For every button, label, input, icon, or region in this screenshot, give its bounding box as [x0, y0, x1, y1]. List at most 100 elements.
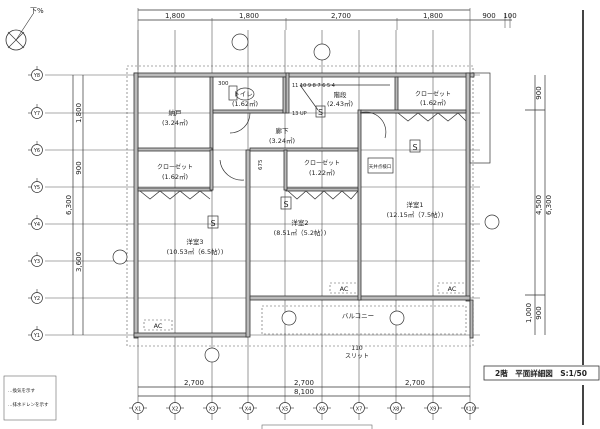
room-name: 廊下 [276, 126, 290, 135]
axis-label: X4 [245, 407, 252, 413]
axis-bubble-x: X10 [461, 402, 479, 414]
axis-bubble-y: Y8 [28, 66, 43, 81]
ac-units: AC AC AC [143, 282, 467, 331]
room-area: (1.62㎡) [162, 172, 188, 181]
ac-label: AC [448, 285, 457, 293]
room-name: 階段 [334, 90, 348, 99]
axis-bubble-y: Y3 [28, 252, 43, 267]
axis-label: X2 [172, 407, 179, 413]
axis-bubble-x: X6 [313, 402, 331, 414]
axis-label: Y4 [33, 222, 40, 228]
left-dim: 3,600 [75, 252, 83, 272]
axis-label: X8 [393, 407, 400, 413]
north-arrow-icon: 下% [5, 7, 44, 51]
bottom-dimensions: 2,700 2,700 2,700 8,100 [138, 379, 470, 397]
legend: …換気を示す …排水ドレンを示す [3, 375, 57, 421]
slit-number: 110 [351, 345, 363, 352]
vent-symbol-icons [112, 33, 500, 363]
axis-label: X7 [356, 407, 363, 413]
axis-bubble-x: X3 [203, 402, 221, 414]
room-2: 洋室2 (8.51㎡（5.2帖）) [274, 218, 327, 237]
left-dim: 900 [75, 161, 83, 174]
room-name: 洋室2 [291, 218, 308, 227]
walls [133, 72, 491, 339]
axis-bubble-x: X1 [129, 402, 147, 414]
top-dim: 900 [482, 12, 495, 20]
axis-bubble-y: Y1 [28, 326, 43, 341]
room-name: クローゼット [304, 159, 340, 167]
room-name: クローゼット [415, 90, 451, 98]
room-area: (1.22㎡) [309, 168, 335, 177]
right-dimensions: 900 4,500 6,300 1,000 900 [525, 75, 553, 335]
right-dim: 900 [535, 306, 543, 319]
axis-label: X5 [282, 407, 289, 413]
room-name: クローゼット [157, 163, 193, 171]
axis-bubble-x: X4 [239, 402, 257, 414]
stair-up: 13 UP [292, 111, 307, 117]
ac-label: AC [154, 322, 163, 330]
hatch-label: 天井点検口 [369, 163, 392, 170]
left-dimensions: 1,800 900 3,600 6,300 [65, 75, 84, 335]
s-mark: S [412, 143, 417, 152]
axis-bubble-x: X5 [276, 402, 294, 414]
right-dim: 4,500 [535, 195, 543, 215]
axis-bubble-x: X9 [424, 402, 442, 414]
axis-bubble-y: Y6 [28, 141, 43, 156]
axis-label: Y2 [33, 296, 40, 302]
axis-label: X3 [209, 407, 216, 413]
axis-label: X1 [135, 407, 142, 413]
left-total-dim: 6,300 [65, 195, 73, 215]
top-dimensions: 1,800 1,800 2,700 1,800 900 100 [137, 8, 517, 70]
bottom-total-dim: 8,100 [294, 388, 314, 396]
dim-300: 300 [218, 81, 229, 87]
room-hall: 廊下 (3.24㎡) [269, 126, 295, 145]
room-name: 納戸 [169, 108, 183, 117]
room-closet-top-right: クローゼット (1.62㎡) [415, 90, 451, 107]
slit-label: スリット [345, 353, 369, 360]
stair-steps: 11 10 9 8 7 6 5 4 [292, 83, 335, 89]
left-dim: 1,800 [75, 103, 83, 123]
right-dim: 1,000 [525, 303, 533, 323]
axis-bubble-x: X7 [350, 402, 368, 414]
axis-label: X6 [319, 407, 326, 413]
room-name: 洋室3 [186, 237, 203, 246]
room-name: バルコニー [342, 312, 374, 320]
bottom-dim: 2,700 [294, 379, 314, 387]
legend-item: …換気を示す [8, 387, 35, 394]
right-dim: 900 [535, 86, 543, 99]
top-dim: 2,700 [331, 12, 351, 20]
axis-bubble-y: Y4 [28, 215, 43, 230]
top-dim: 1,800 [165, 12, 185, 20]
toilet-fixture-icon [228, 85, 255, 101]
door-swings [219, 111, 387, 181]
footer-box [261, 424, 373, 429]
north-label: 下% [30, 7, 44, 15]
room-area: (2.43㎡) [327, 99, 353, 108]
axis-label: X10 [465, 407, 475, 413]
s-mark: S [318, 108, 323, 117]
ac-label: AC [340, 285, 349, 293]
legend-item: …排水ドレンを示す [8, 401, 49, 408]
axis-bubble-y: Y7 [28, 104, 43, 119]
room-3: 洋室3 (10.53㎡（6.5帖）) [167, 237, 224, 256]
bottom-dim: 2,700 [405, 379, 425, 387]
right-dim: 6,300 [545, 195, 553, 215]
axis-label: X9 [430, 407, 437, 413]
room-area: (8.51㎡（5.2帖）) [274, 228, 327, 237]
s-mark: S [283, 200, 288, 209]
room-nando: 納戸 (3.24㎡) [162, 108, 188, 127]
axis-label: Y8 [33, 73, 40, 79]
room-area: (10.53㎡（6.5帖）) [167, 247, 224, 256]
room-area: (12.15㎡（7.5帖）) [387, 210, 444, 219]
axis-label: Y5 [33, 185, 40, 191]
drawing-title: 2階 平面詳細図 S:1/50 [495, 368, 587, 378]
room-area: (3.24㎡) [269, 136, 295, 145]
dim-675: 675 [258, 159, 264, 170]
room-toilet: 300 トイレ (1.62㎡) [218, 81, 258, 108]
axis-bubble-y: Y5 [28, 178, 43, 193]
axis-label: Y3 [33, 259, 40, 265]
top-dim: 1,800 [239, 12, 259, 20]
axis-bubble-x: X8 [387, 402, 405, 414]
axis-bubble-y: Y2 [28, 289, 43, 304]
top-dim: 1,800 [423, 12, 443, 20]
